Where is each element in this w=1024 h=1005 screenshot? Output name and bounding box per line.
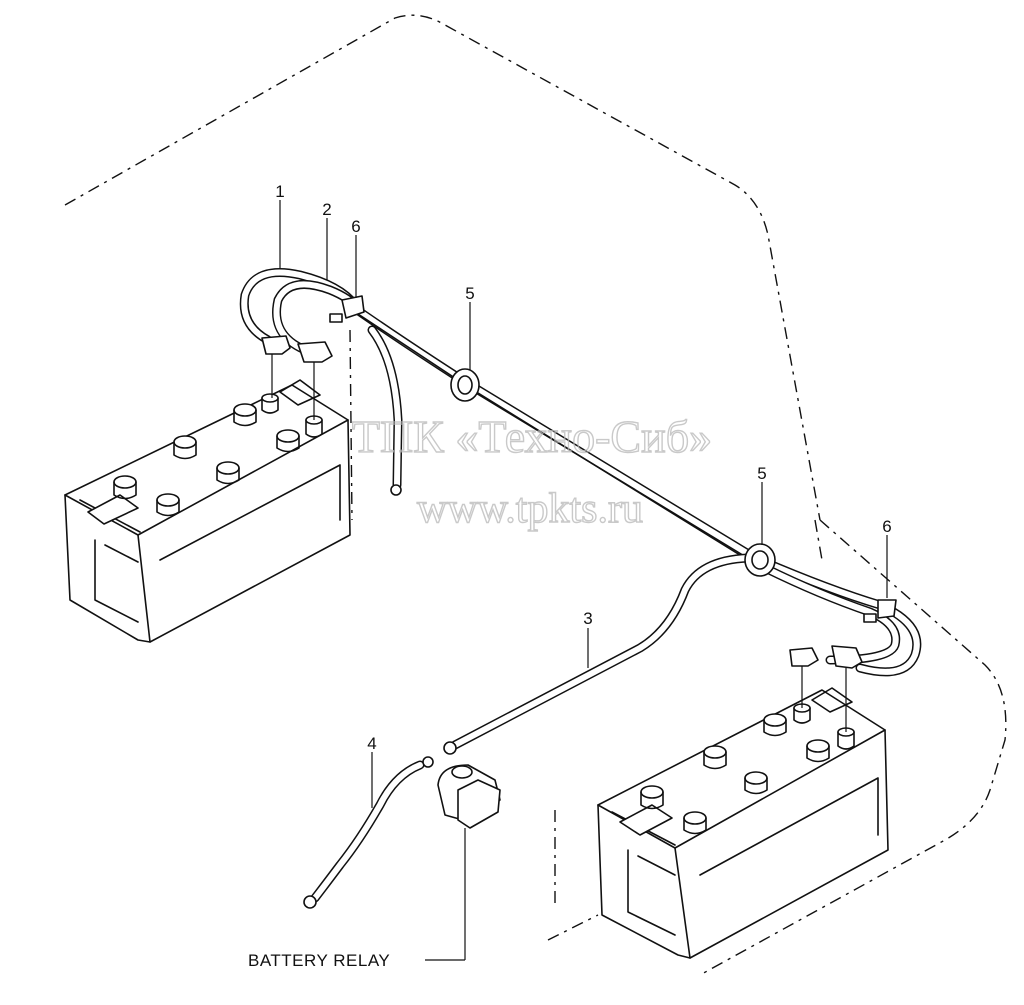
- battery-relay-label: BATTERY RELAY: [248, 951, 390, 970]
- frame-outline: [64, 14, 1007, 976]
- battery-right: [597, 687, 889, 959]
- grommets: [450, 368, 776, 577]
- battery-right-caps: [640, 713, 830, 835]
- watermark-line1: ТПК «Техно-Сиб»: [352, 411, 712, 462]
- leader-lines: [279, 200, 888, 961]
- callout-5-right: 5: [757, 464, 766, 483]
- battery-relay: [437, 764, 501, 829]
- watermark-line2: www.tpkts.ru: [417, 486, 643, 532]
- battery-left: [64, 379, 351, 643]
- clamps: [329, 295, 897, 623]
- battery-left-terminals: [261, 393, 323, 438]
- callout-4: 4: [367, 734, 376, 753]
- battery-left-caps: [113, 403, 300, 517]
- callout-1: 1: [275, 182, 284, 201]
- callout-5-left: 5: [465, 284, 474, 303]
- callout-6-left: 6: [351, 217, 360, 236]
- connectors: [261, 335, 863, 909]
- callouts: 1 2 6 5 5 6 3 4 BATTERY RELAY: [248, 182, 892, 970]
- callout-3: 3: [583, 609, 592, 628]
- watermark: ТПК «Техно-Сиб» www.tpkts.ru: [351, 410, 713, 532]
- callout-6-right: 6: [882, 517, 891, 536]
- callout-2: 2: [322, 200, 331, 219]
